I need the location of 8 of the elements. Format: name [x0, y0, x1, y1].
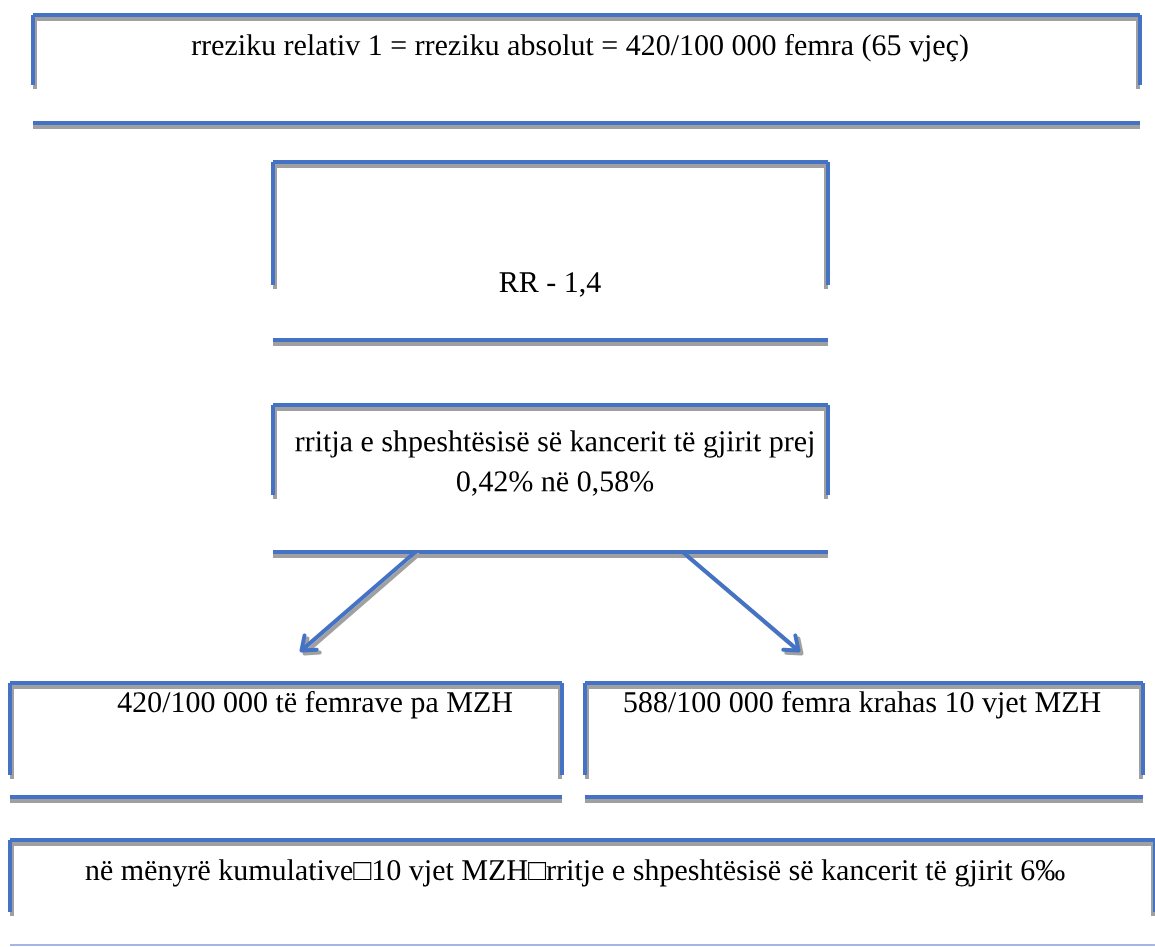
text-box: në mënyrë kumulative□10 vjet MZH□rritje e shpeshtësisë së kancerit të gjirit 6‰ [8, 838, 1155, 946]
text-box: 420/100 000 të femrave pa MZH [8, 681, 564, 803]
text-box: rritja e shpeshtësisë së kancerit të gjirit prej 0,42% në 0,58% [271, 403, 830, 558]
arrow [299, 550, 420, 656]
arrow [681, 550, 804, 656]
text-box: rreziku relativ 1 = rreziku absolut = 420/100 000 femra (65 vjeç) [31, 13, 1142, 129]
text-box: 588/100 000 femra krahas 10 vjet MZH [583, 681, 1145, 803]
text-box: RR - 1,4 [271, 160, 830, 346]
